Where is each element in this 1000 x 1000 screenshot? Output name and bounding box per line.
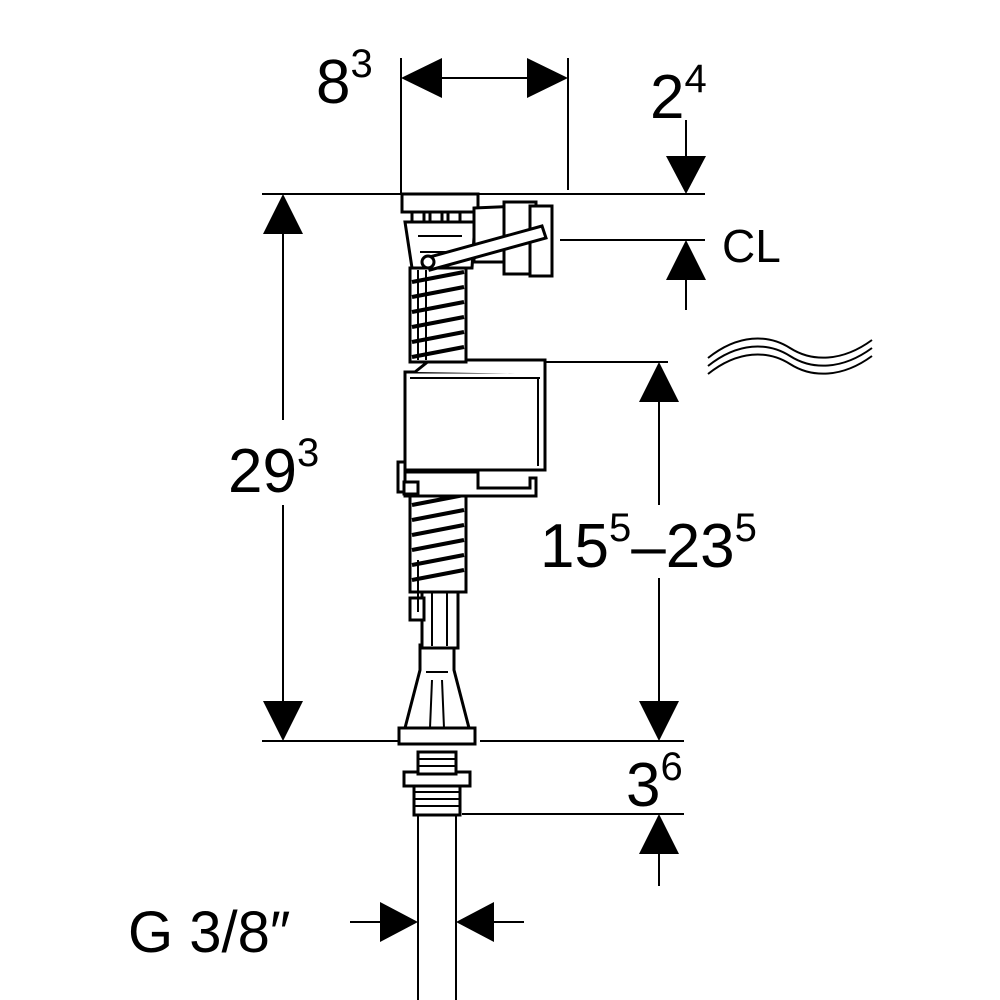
arrow-right-icon xyxy=(380,902,418,942)
arrow-left-icon xyxy=(456,902,494,942)
arrow-down-icon xyxy=(263,701,303,741)
top-width-dimension xyxy=(400,58,569,194)
adjustable-height-dimension xyxy=(480,361,684,742)
cl-offset-dimension xyxy=(262,120,706,310)
float-chamber xyxy=(403,358,547,472)
arrow-down-icon xyxy=(639,701,679,741)
arrow-up-icon xyxy=(666,240,706,280)
arrow-left-icon xyxy=(527,58,568,98)
total-height-value: 293 xyxy=(228,431,319,506)
water-level-icon xyxy=(707,337,873,375)
thread-length-dimension xyxy=(462,813,684,886)
float-guide-collar xyxy=(403,470,538,498)
cl-label: CL xyxy=(722,220,781,272)
top-width-value: 83 xyxy=(316,42,373,117)
arrow-up-icon xyxy=(639,362,679,402)
connection-thread-label: G 3/8″ xyxy=(128,900,290,965)
base-flange xyxy=(397,726,477,746)
arrow-up-icon xyxy=(263,194,303,234)
pipe-diameter-dimension xyxy=(350,902,524,942)
arrow-up-icon xyxy=(639,814,679,854)
arrow-down-icon xyxy=(666,156,706,194)
total-height-dimension xyxy=(262,194,405,742)
top-offset-value: 24 xyxy=(650,57,707,132)
adjustable-height-range: 155–235 xyxy=(540,506,757,581)
fill-valve xyxy=(396,192,554,1000)
lower-adjustment-spring xyxy=(408,490,468,622)
supply-pipe xyxy=(417,815,457,1000)
conical-base xyxy=(403,643,471,730)
valve-head xyxy=(400,192,554,278)
thread-length-value: 36 xyxy=(626,745,683,820)
arrow-right-icon xyxy=(401,58,442,98)
upper-adjustment-spring xyxy=(408,266,468,364)
threaded-shank xyxy=(402,750,472,817)
lower-stem xyxy=(420,588,460,650)
